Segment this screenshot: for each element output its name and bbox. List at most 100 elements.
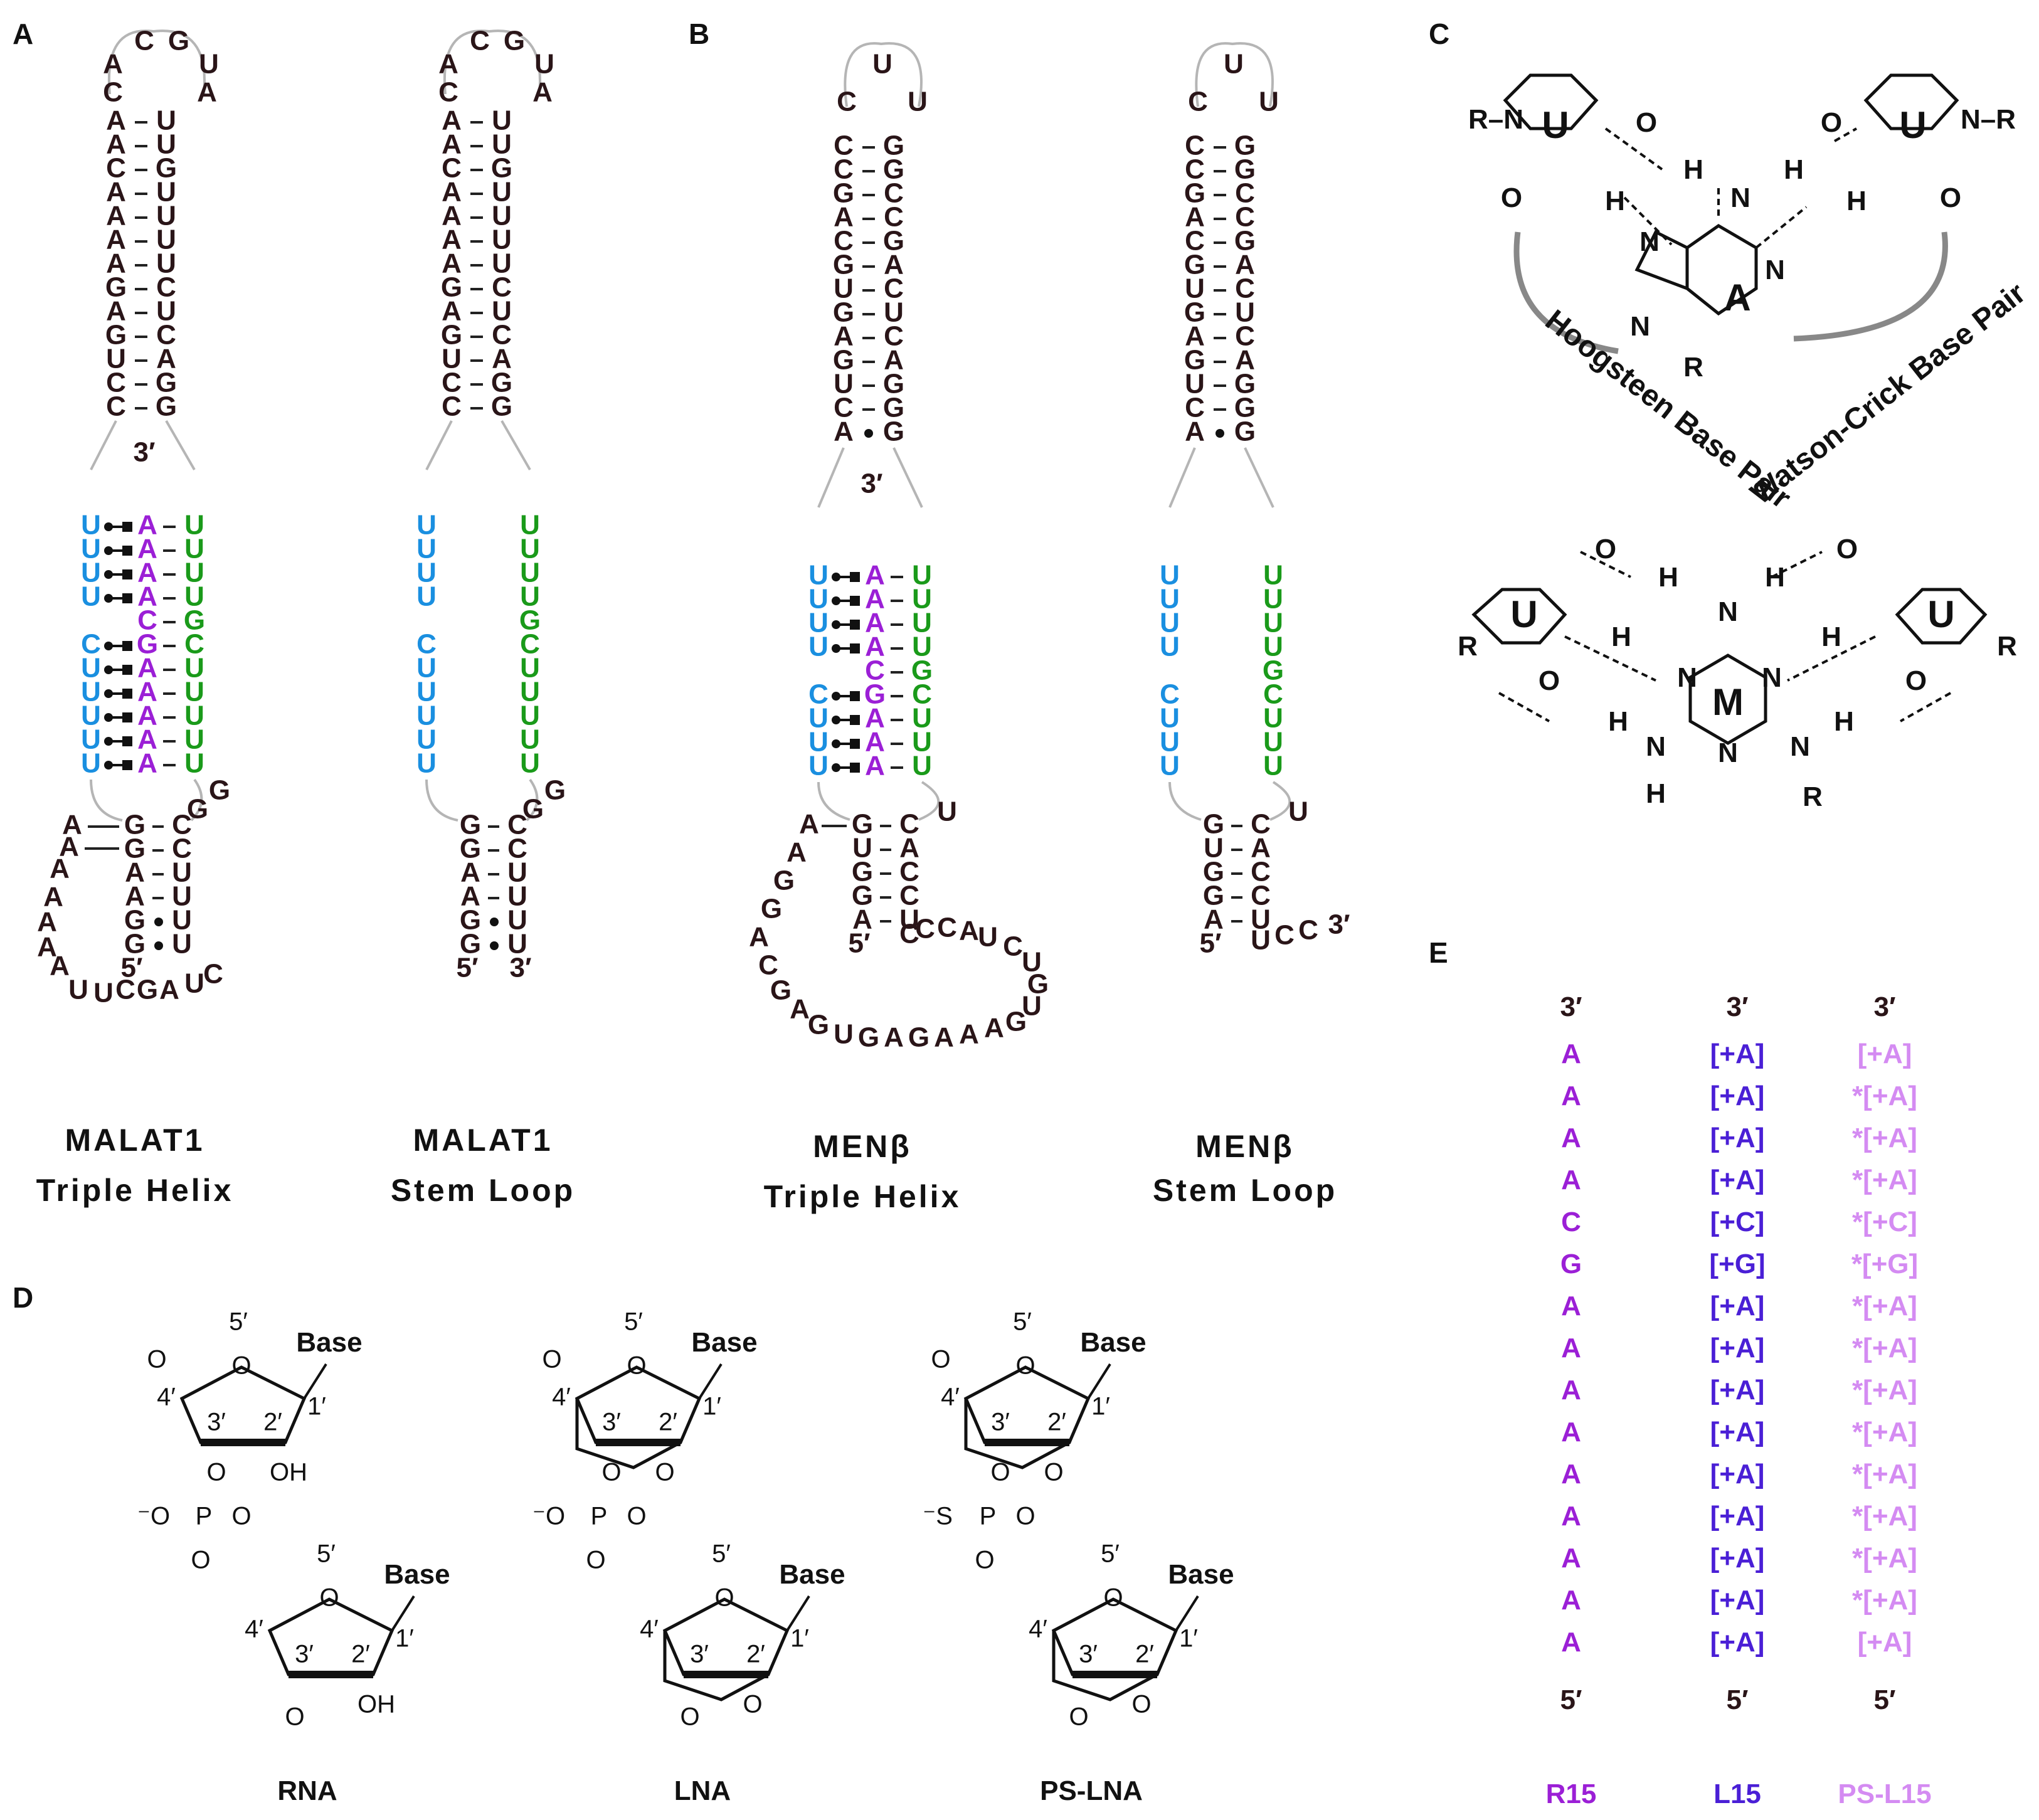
- purine-strand-nucleotide: A: [137, 701, 157, 731]
- stem-left-nucleotide: A: [442, 201, 462, 231]
- sequence-entry: A: [1561, 1459, 1581, 1489]
- hoogsteen-pair-symbol: [104, 522, 132, 532]
- sequence-entry: *[+A]: [1852, 1291, 1917, 1321]
- sequence-entry: [+A]: [1710, 1543, 1765, 1574]
- atom-nr-right: N–R: [1961, 104, 2016, 135]
- watson-crick-u-strand-nucleotide: U: [520, 724, 540, 755]
- lower-linker-left: [90, 779, 123, 822]
- stem-right-nucleotide: G: [491, 153, 512, 184]
- atom-n-b2: N: [1677, 662, 1697, 693]
- stem-right-nucleotide: G: [883, 226, 904, 257]
- purine-strand-nucleotide: A: [865, 560, 885, 591]
- prime-5: 5′: [1013, 1308, 1032, 1336]
- loop-nucleotide: C: [103, 77, 123, 108]
- watson-crick-u-strand-nucleotide: U: [184, 510, 204, 541]
- prime-1: 1′: [1179, 1625, 1198, 1653]
- stem-left-nucleotide: U: [1185, 273, 1205, 304]
- base-label: Base: [779, 1559, 845, 1590]
- lower-stem-right-nucleotide: U: [899, 904, 919, 935]
- hoogsteen-u-strand-nucleotide: U: [416, 724, 437, 755]
- stem-right-nucleotide: U: [156, 105, 176, 136]
- lna-bridge: [1052, 1631, 1158, 1701]
- stem-left-nucleotide: C: [106, 391, 126, 422]
- prime-3: 3′: [1079, 1641, 1098, 1668]
- watson-crick-u-strand-nucleotide: G: [911, 655, 933, 686]
- linker-left: [817, 447, 845, 508]
- menb-triple-caption-1: MENβ: [813, 1129, 912, 1164]
- column-top-label: 3′: [1726, 992, 1748, 1022]
- five-prime-label: 5′: [1199, 928, 1221, 959]
- sequence-entry: [+G]: [1709, 1249, 1765, 1279]
- stem-left-nucleotide: A: [1185, 321, 1205, 352]
- lower-stem-left-nucleotide: G: [460, 810, 481, 840]
- loop-nucleotide: C: [837, 87, 857, 117]
- stem-left-nucleotide: C: [442, 153, 462, 184]
- linker-left: [425, 420, 453, 470]
- hoogsteen-pair-symbol: [104, 689, 132, 699]
- atom-n-b3: N: [1762, 662, 1782, 693]
- bulge-nucleotide: G: [209, 775, 230, 806]
- sequence-entry: *[+A]: [1852, 1165, 1917, 1195]
- watson-crick-u-strand-nucleotide: U: [912, 560, 932, 591]
- hoogsteen-pair-symbol: [832, 572, 860, 582]
- tail-nucleotide: C: [1298, 915, 1318, 946]
- sequence-entry: [+C]: [1710, 1207, 1765, 1237]
- stem-left-nucleotide: U: [106, 344, 126, 374]
- watson-crick-u-strand-nucleotide: U: [520, 510, 540, 541]
- sequence-entry: A: [1561, 1291, 1581, 1321]
- stem-right-nucleotide: A: [492, 344, 512, 374]
- backbone-label: PS-LNA: [1040, 1775, 1143, 1806]
- hairpin-loop: [844, 42, 923, 107]
- ring-oxygen: O: [231, 1352, 251, 1380]
- stem-left-nucleotide: G: [1184, 250, 1205, 280]
- hoogsteen-pair-symbol: [104, 593, 132, 603]
- linker-right: [892, 447, 923, 508]
- hoogsteen-u-strand-nucleotide: U: [416, 677, 437, 707]
- tail-nucleotide: G: [1027, 969, 1049, 1000]
- lower-stem-left-nucleotide: G: [124, 929, 146, 960]
- tail-nucleotide: A: [790, 994, 810, 1025]
- base-label: Base: [1080, 1327, 1146, 1358]
- column-bottom-label: 5′: [1873, 1685, 1895, 1715]
- stem-left-nucleotide: U: [442, 344, 462, 374]
- poly-a-tail-nucleotide: A: [62, 810, 82, 840]
- stem-right-nucleotide: C: [884, 321, 904, 352]
- lower-stem-left-nucleotide: G: [124, 833, 146, 864]
- linking-oxygen: O: [975, 1547, 994, 1574]
- uracil-letter-bottom-left: U: [1510, 593, 1537, 635]
- stem-left-nucleotide: A: [106, 296, 126, 327]
- hoogsteen-pair-symbol: [832, 715, 860, 725]
- prime-1: 1′: [395, 1625, 414, 1653]
- purine-strand-nucleotide: G: [864, 679, 886, 710]
- three-prime-oxygen: O: [206, 1459, 226, 1486]
- wobble-pair-dot: [154, 918, 163, 926]
- watson-crick-u-strand-nucleotide: U: [1263, 584, 1283, 615]
- prime-4: 4′: [1029, 1616, 1047, 1643]
- uracil-ring-bottom-left: [1471, 588, 1567, 645]
- stem-right-nucleotide: C: [884, 178, 904, 209]
- tail-nucleotide: U: [1022, 991, 1042, 1022]
- atom-r-right: R: [1997, 631, 2017, 662]
- malat1-stem-caption-2: Stem Loop: [391, 1173, 575, 1208]
- three-prime-label: 3′: [861, 468, 882, 499]
- lower-stem-left-nucleotide: A: [125, 881, 145, 912]
- malat1-triple-caption-2: Triple Helix: [36, 1173, 234, 1208]
- five-prime-label: 5′: [848, 928, 870, 959]
- stem-left-nucleotide: A: [442, 248, 462, 279]
- stem-left-nucleotide: G: [441, 320, 462, 351]
- prime-3: 3′: [207, 1409, 226, 1436]
- stem-right-nucleotide: G: [1234, 393, 1256, 423]
- panel-e-sequences: 3′AAAACGAAAAAAAAA5′R153′[+A][+A][+A][+A]…: [1546, 992, 1932, 1809]
- purine-strand-nucleotide: A: [865, 727, 885, 758]
- loop-nucleotide: U: [534, 49, 554, 80]
- prime-1: 1′: [702, 1393, 721, 1421]
- hoogsteen-u-strand-nucleotide: U: [81, 581, 101, 612]
- base-label: Base: [384, 1559, 450, 1590]
- stem-left-nucleotide: A: [106, 248, 126, 279]
- phosphate-substituent: ⁻O: [532, 1503, 565, 1530]
- stem-left-nucleotide: G: [441, 272, 462, 303]
- lower-stem-left-nucleotide: G: [124, 810, 146, 840]
